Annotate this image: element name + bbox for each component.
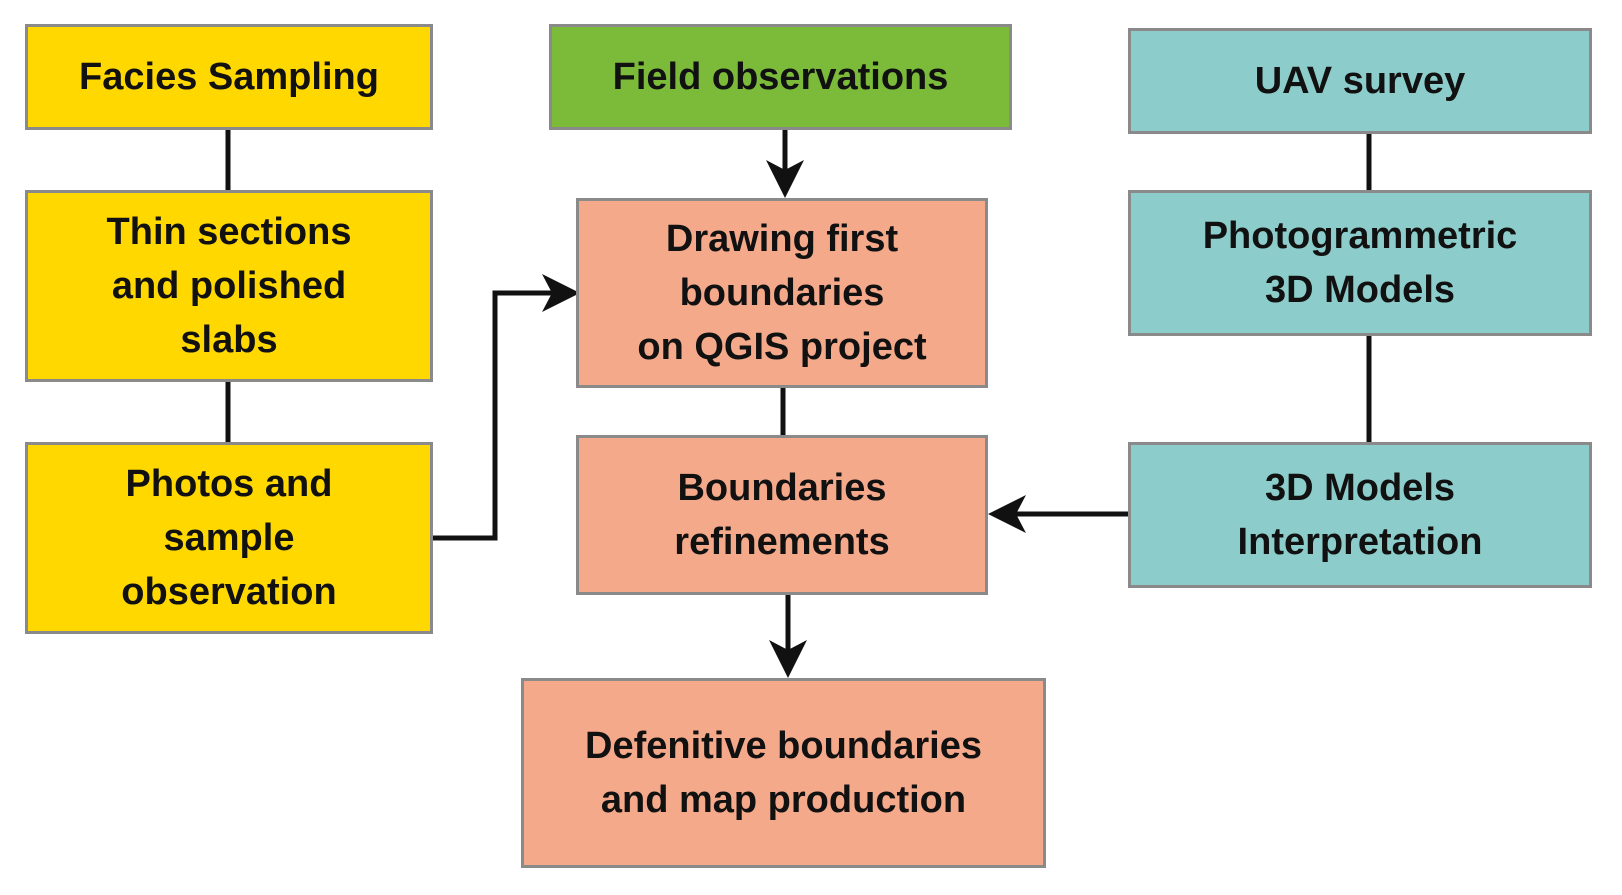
node-label: Boundaries refinements — [674, 467, 890, 563]
node-field-observations: Field observations — [549, 24, 1012, 130]
node-label: 3D Models Interpretation — [1237, 467, 1483, 563]
node-label: Drawing first boundaries on QGIS project — [637, 218, 927, 368]
node-label: Defenitive boundaries and map production — [585, 725, 982, 821]
arrowhead-photos-to-drawing — [542, 274, 580, 312]
node-boundaries-refinements: Boundaries refinements — [576, 435, 988, 595]
node-thin-sections: Thin sections and polished slabs — [25, 190, 433, 382]
node-photogrammetric-models: Photogrammetric 3D Models — [1128, 190, 1592, 336]
node-definitive-boundaries: Defenitive boundaries and map production — [521, 678, 1046, 868]
node-facies-sampling: Facies Sampling — [25, 24, 433, 130]
arrowhead-field-to-drawing — [766, 160, 804, 198]
node-models-interpretation: 3D Models Interpretation — [1128, 442, 1592, 588]
node-drawing-first-boundaries: Drawing first boundaries on QGIS project — [576, 198, 988, 388]
node-label: UAV survey — [1254, 60, 1466, 102]
node-photos-sample: Photos and sample observation — [25, 442, 433, 634]
node-uav-survey: UAV survey — [1128, 28, 1592, 134]
node-label: Field observations — [612, 56, 949, 98]
arrowhead-interp-to-refine — [988, 495, 1026, 533]
node-label: Facies Sampling — [79, 56, 379, 98]
node-label: Thin sections and polished slabs — [106, 211, 352, 361]
arrowhead-refine-to-definitive — [769, 640, 807, 678]
node-label: Photos and sample observation — [121, 463, 337, 613]
edge-photos-to-drawing — [431, 290, 560, 541]
node-label: Photogrammetric 3D Models — [1202, 215, 1518, 311]
